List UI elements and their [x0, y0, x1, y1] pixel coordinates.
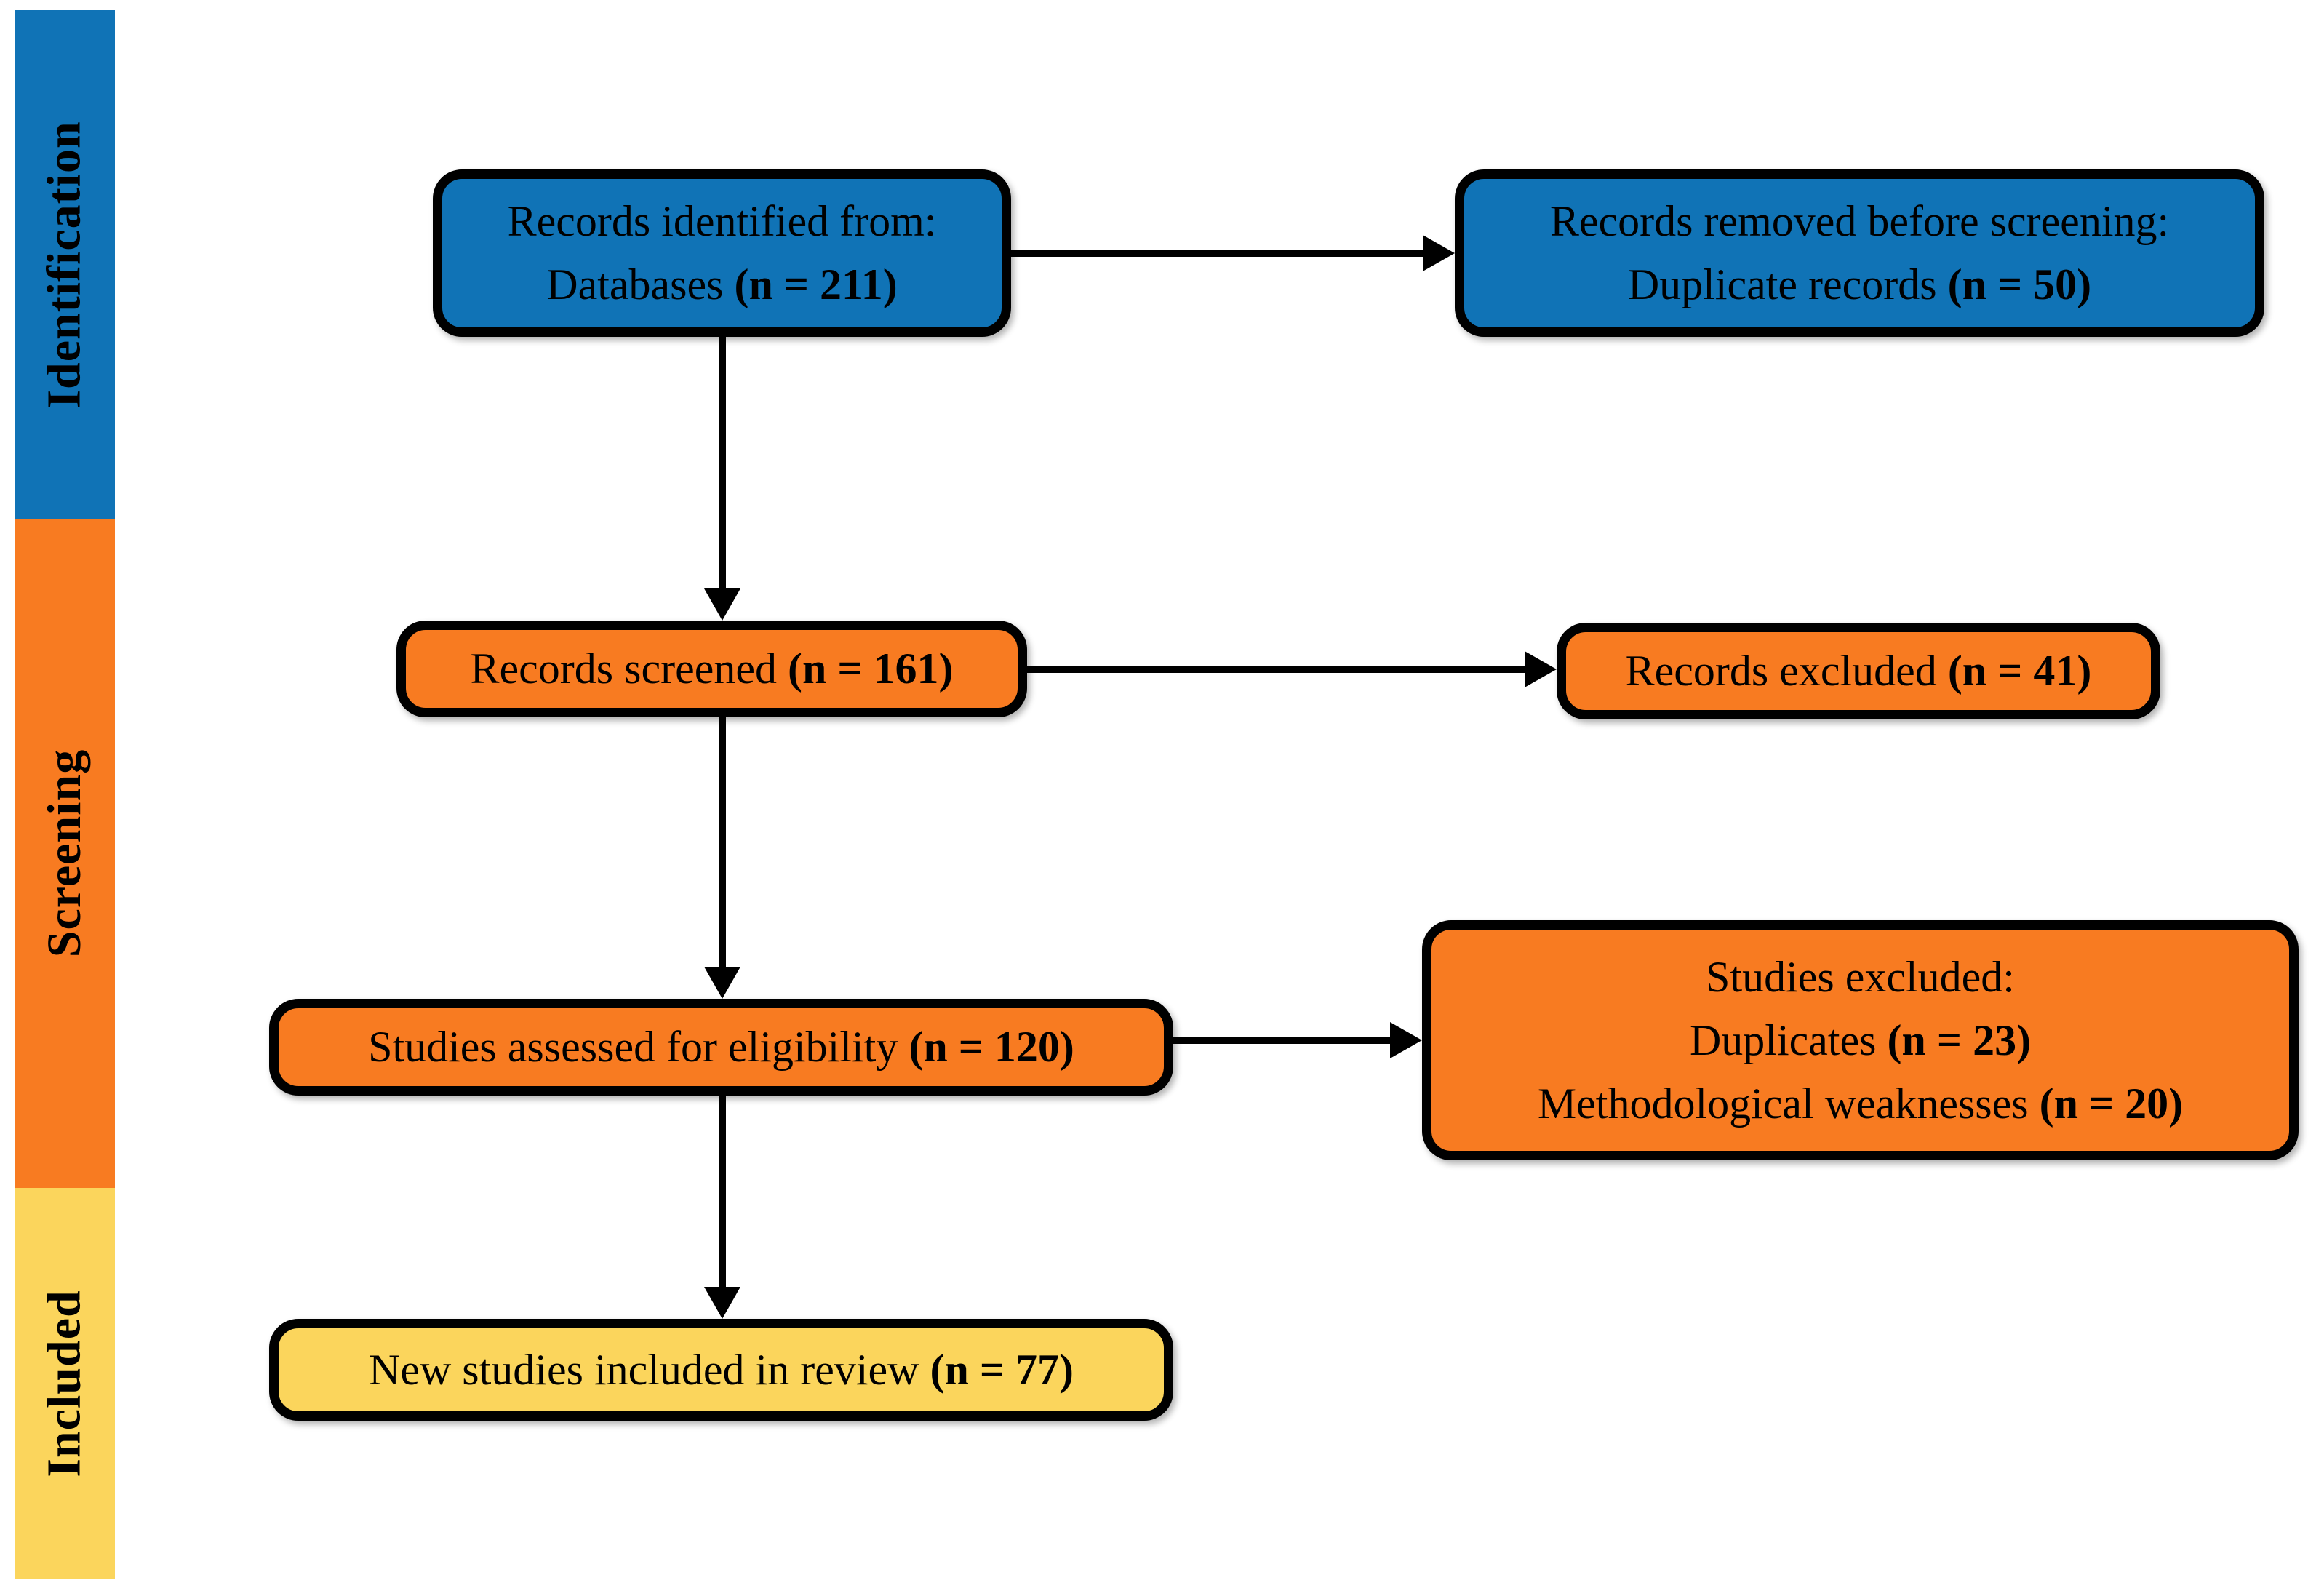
text-run: Records excluded	[1625, 647, 1948, 695]
arrowhead-right-icon	[1390, 1022, 1422, 1058]
count-value: (n = 120)	[909, 1023, 1074, 1071]
stage-band-identification: Identification	[15, 10, 115, 519]
stage-band-screening: Screening	[15, 519, 115, 1188]
box-records-removed-before-screening: Records removed before screening: Duplic…	[1455, 169, 2264, 337]
arrow-screened-to-excluded-line	[1027, 666, 1526, 673]
count-value: (n = 77)	[930, 1345, 1074, 1394]
stage-band-included: Included	[15, 1188, 115, 1579]
text-run: Records identified from:	[507, 197, 937, 245]
arrowhead-right-icon	[1525, 651, 1557, 687]
box-studies-excluded-line1: Studies excluded:	[1706, 946, 2015, 1009]
arrow-assessed-to-studies-excluded-line	[1173, 1037, 1391, 1044]
stage-label-screening: Screening	[38, 749, 92, 958]
text-run: Methodological weaknesses	[1537, 1079, 2040, 1128]
stage-label-identification: Identification	[38, 120, 91, 409]
count-value: (n = 161)	[787, 645, 954, 693]
arrow-screened-to-assessed-line	[719, 717, 726, 970]
arrowhead-down-icon	[704, 967, 740, 999]
text-run: New studies included in review	[368, 1345, 930, 1394]
arrow-identified-to-screened-line	[719, 337, 726, 593]
box-records-identified-line2: Databases (n = 211)	[546, 253, 897, 316]
text-run: Records screened	[470, 645, 788, 693]
box-studies-assessed: Studies assessed for eligibility (n = 12…	[269, 999, 1173, 1096]
text-run: Databases	[546, 260, 735, 308]
count-value: (n = 50)	[1947, 260, 2092, 308]
arrowhead-down-icon	[704, 1287, 740, 1319]
box-studies-excluded-line2: Duplicates (n = 23)	[1690, 1009, 2031, 1072]
box-records-screened: Records screened (n = 161)	[396, 621, 1027, 717]
box-studies-excluded: Studies excluded: Duplicates (n = 23) Me…	[1422, 920, 2299, 1160]
text-run: Duplicate records	[1627, 260, 1948, 308]
box-new-studies-line: New studies included in review (n = 77)	[369, 1338, 1074, 1402]
box-records-excluded-line: Records excluded (n = 41)	[1626, 639, 2092, 703]
text-run: Records removed before screening:	[1549, 197, 2170, 245]
text-run: Duplicates	[1689, 1016, 1888, 1064]
arrowhead-right-icon	[1423, 235, 1455, 271]
text-run: Studies assessed for eligibility	[368, 1023, 909, 1071]
box-records-excluded: Records excluded (n = 41)	[1557, 623, 2160, 719]
count-value: (n = 20)	[2039, 1079, 2184, 1128]
box-studies-assessed-line: Studies assessed for eligibility (n = 12…	[368, 1016, 1074, 1079]
box-new-studies-included: New studies included in review (n = 77)	[269, 1319, 1173, 1421]
arrow-assessed-to-included-line	[719, 1096, 726, 1289]
arrowhead-down-icon	[704, 588, 740, 621]
count-value: (n = 41)	[1947, 647, 2092, 695]
count-value: (n = 211)	[734, 260, 898, 308]
box-records-removed-line2: Duplicate records (n = 50)	[1628, 253, 2091, 316]
box-records-screened-line: Records screened (n = 161)	[471, 637, 954, 701]
text-run: Studies excluded:	[1706, 952, 2015, 1001]
count-value: (n = 23)	[1887, 1016, 2032, 1064]
box-records-identified-line1: Records identified from:	[508, 190, 937, 253]
box-studies-excluded-line3: Methodological weaknesses (n = 20)	[1538, 1072, 2183, 1136]
box-records-identified: Records identified from: Databases (n = …	[433, 169, 1011, 337]
stage-label-included: Included	[38, 1289, 91, 1477]
box-records-removed-line1: Records removed before screening:	[1550, 190, 2169, 253]
arrow-identified-to-removed-line	[1011, 250, 1426, 257]
